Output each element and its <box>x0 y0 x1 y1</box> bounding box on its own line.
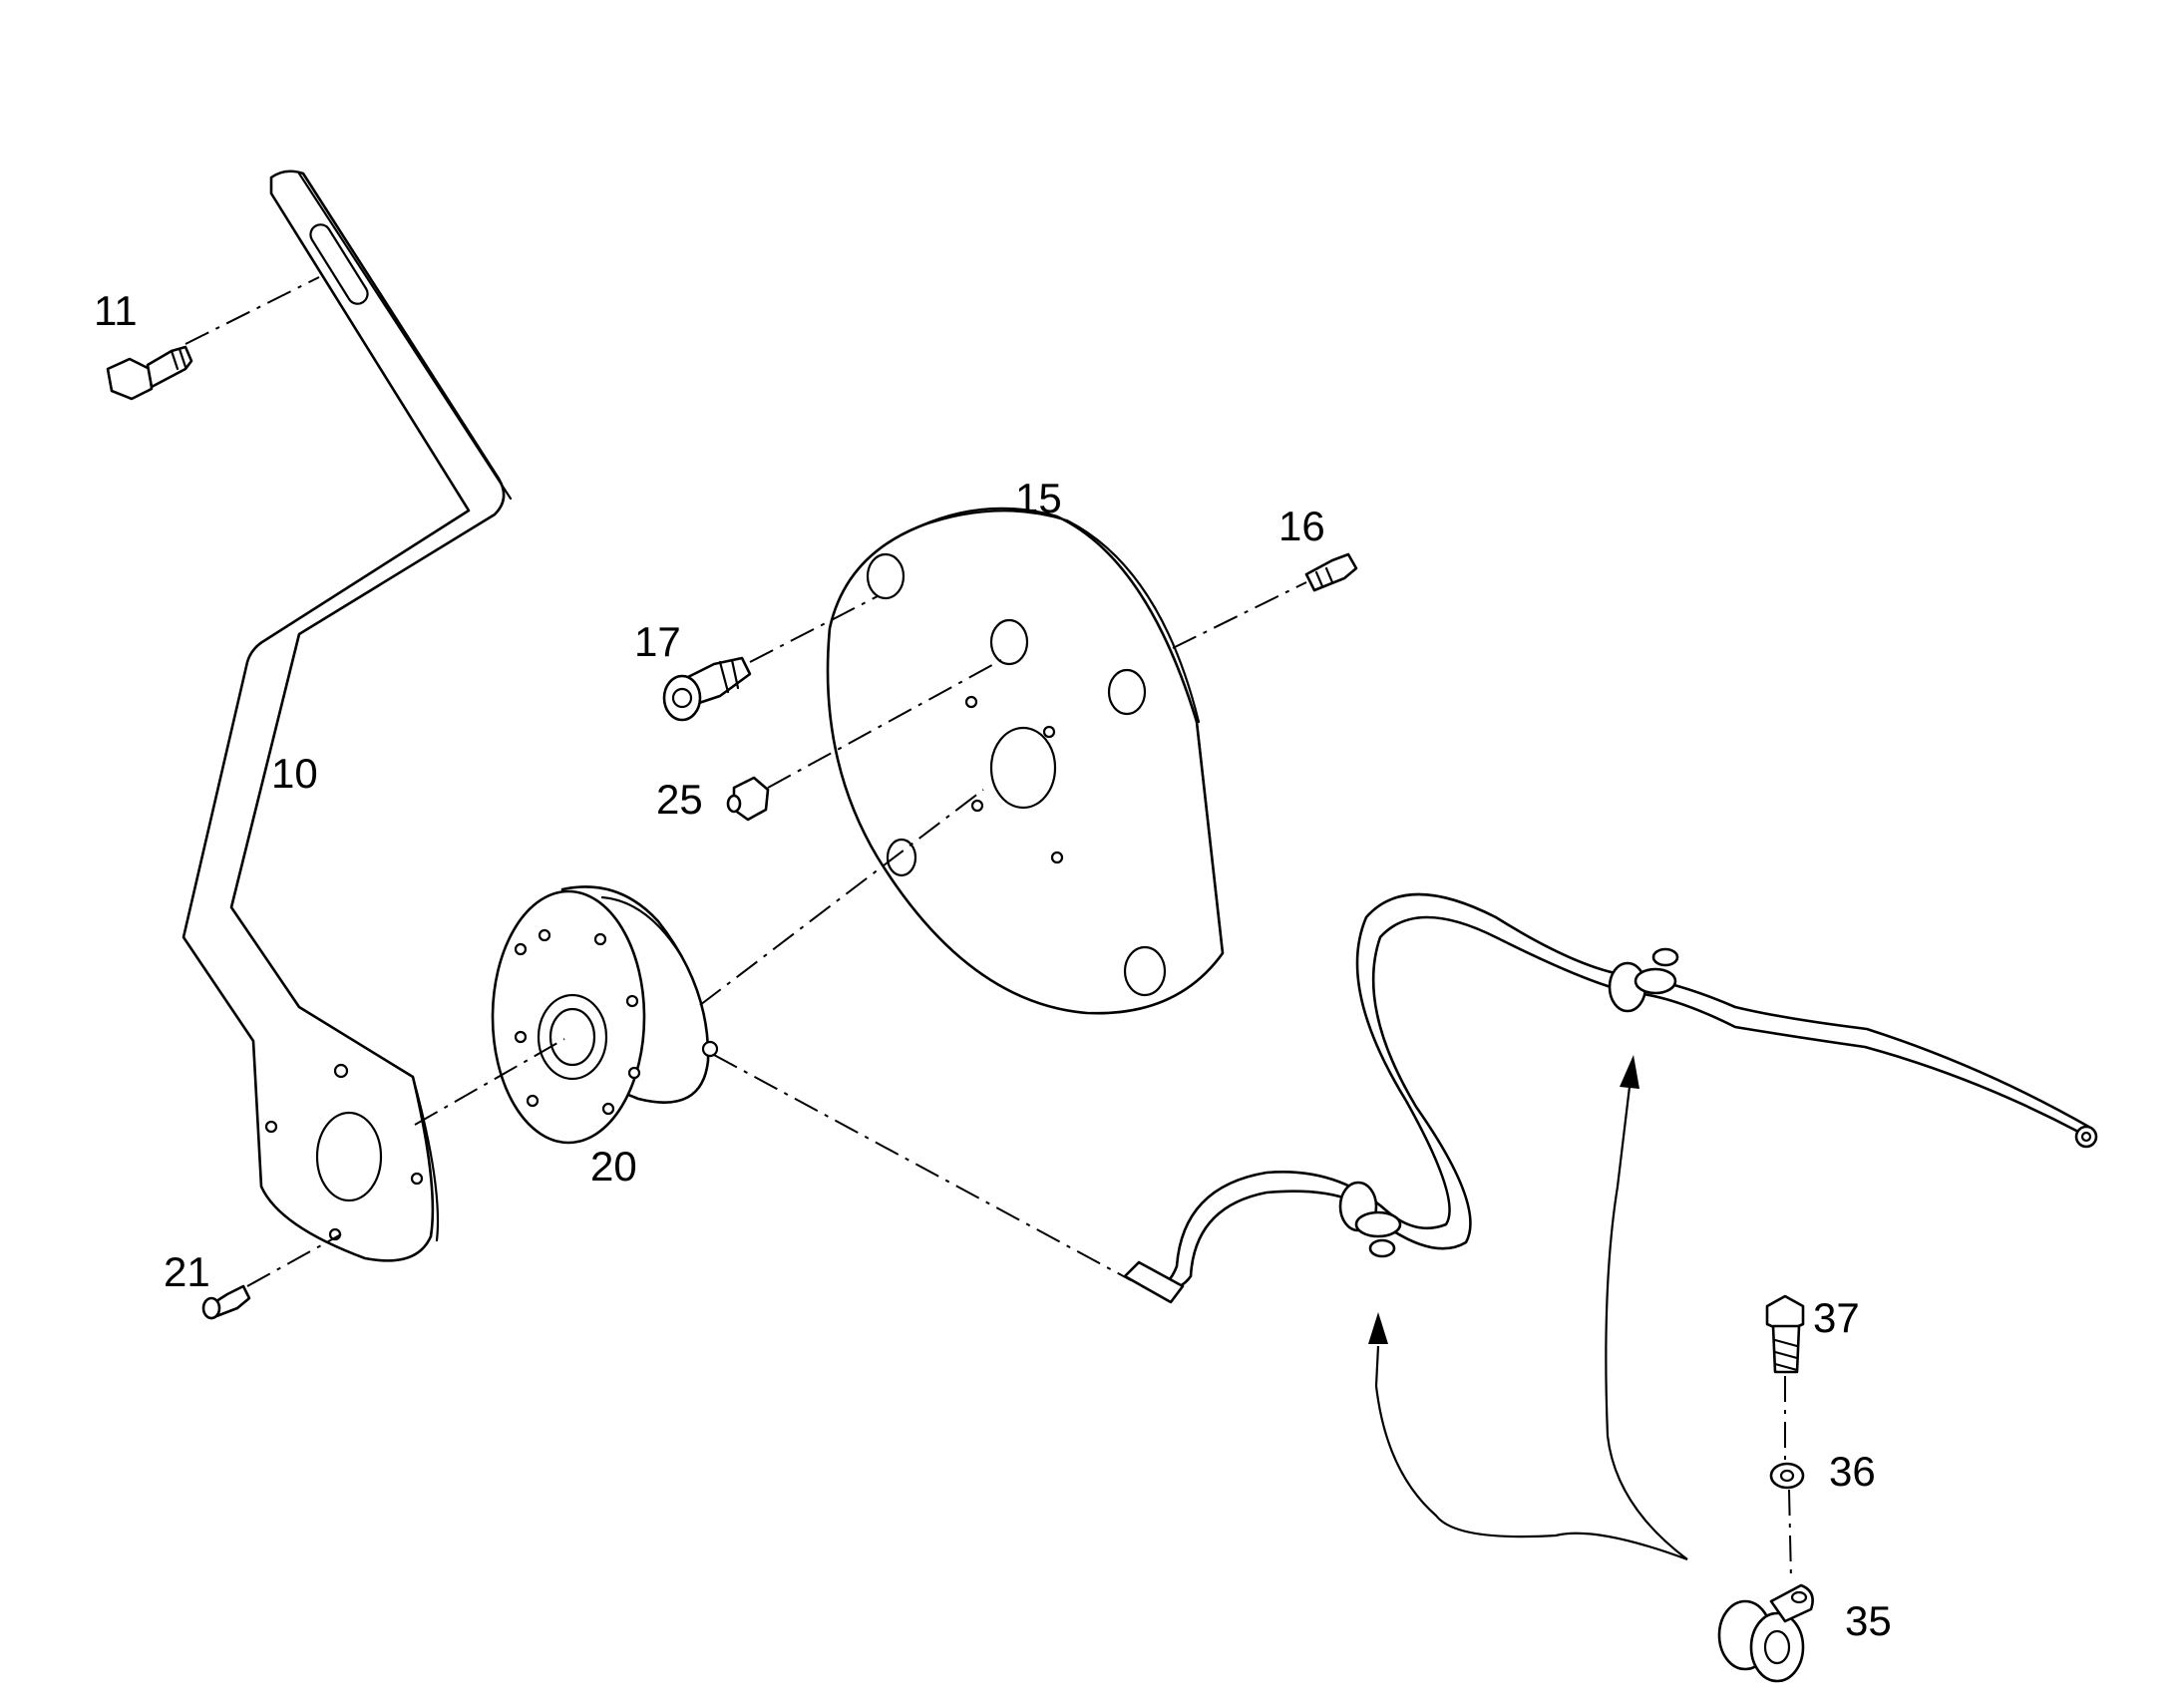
part-11-hex-bolt <box>106 345 193 401</box>
part-16-screw <box>1304 552 1358 592</box>
part-36-washer <box>1769 1462 1805 1490</box>
callout-10: 10 <box>271 750 318 797</box>
callout-37: 37 <box>1813 1294 1860 1341</box>
callout-35: 35 <box>1845 1597 1892 1644</box>
callout-36: 36 <box>1829 1448 1876 1495</box>
hose-tube <box>1123 892 2098 1304</box>
part-37-hex-bolt <box>1765 1294 1805 1374</box>
part-21-screw <box>201 1284 251 1320</box>
part-10-bracket <box>182 170 513 1262</box>
part-15-plate <box>826 507 1225 1015</box>
part-20-hub <box>491 885 719 1145</box>
location-arrows <box>1368 1055 1688 1561</box>
assembly-axes <box>184 276 1792 1580</box>
part-25-fitting <box>726 776 770 822</box>
callout-16: 16 <box>1278 503 1325 549</box>
callout-25: 25 <box>656 776 703 823</box>
callout-21: 21 <box>164 1248 210 1295</box>
hose-clamp-lower <box>1338 1181 1402 1258</box>
callout-11: 11 <box>94 287 138 334</box>
part-17-cap-screw <box>662 656 752 722</box>
part-35-p-clamp <box>1717 1583 1814 1683</box>
callout-15: 15 <box>1015 475 1062 521</box>
callout-20: 20 <box>590 1143 637 1190</box>
callout-17: 17 <box>634 618 681 665</box>
hose-clamp-upper <box>1608 947 1679 1013</box>
